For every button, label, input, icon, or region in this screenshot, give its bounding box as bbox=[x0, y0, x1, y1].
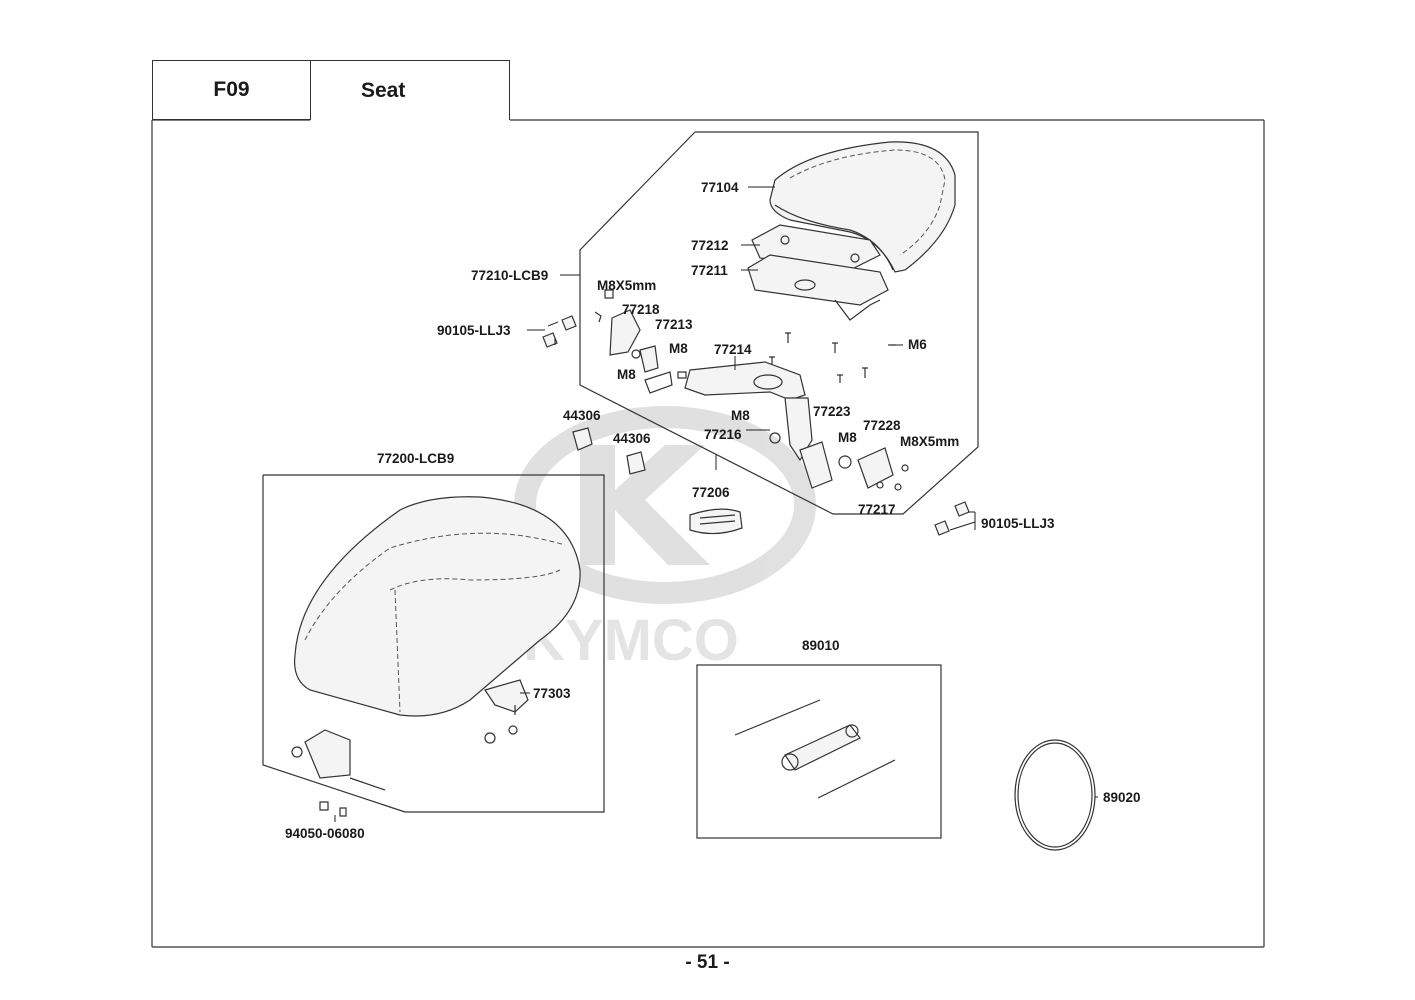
label-90105-right: 90105-LLJ3 bbox=[981, 516, 1055, 531]
label-m8-a: M8 bbox=[669, 341, 688, 356]
label-77218: 77218 bbox=[622, 302, 660, 317]
right-bolts bbox=[934, 501, 970, 536]
seat-bracket bbox=[684, 361, 813, 462]
label-77228: 77228 bbox=[863, 418, 901, 433]
label-m8-c: M8 bbox=[731, 408, 750, 423]
page-number: - 51 - bbox=[685, 952, 730, 973]
label-44306-b: 44306 bbox=[613, 431, 651, 446]
label-m8-b: M8 bbox=[617, 367, 636, 382]
rear-seat-assembly-frame bbox=[579, 131, 979, 515]
label-77217: 77217 bbox=[858, 502, 896, 517]
seat-base-plates bbox=[747, 224, 889, 321]
label-89020: 89020 bbox=[1103, 790, 1141, 805]
main-seat-assembly-frame bbox=[262, 474, 605, 813]
label-m8-d: M8 bbox=[838, 430, 857, 445]
seat-strap bbox=[1014, 739, 1096, 851]
part-labels: 77104 77212 77211 77210-LCB9 M8X5mm 7721… bbox=[285, 180, 1141, 841]
label-77206: 77206 bbox=[692, 485, 730, 500]
label-77213: 77213 bbox=[655, 317, 693, 332]
tail-reflector bbox=[689, 508, 743, 535]
label-77210-lcb9: 77210-LCB9 bbox=[471, 268, 548, 283]
left-bolts bbox=[542, 315, 577, 348]
label-77214: 77214 bbox=[714, 342, 752, 357]
leader-lines bbox=[334, 186, 1098, 822]
label-77212: 77212 bbox=[691, 238, 729, 253]
label-77303: 77303 bbox=[533, 686, 571, 701]
rear-seat-pad bbox=[769, 141, 956, 273]
label-77104: 77104 bbox=[701, 180, 739, 195]
label-94050-06080: 94050-06080 bbox=[285, 826, 365, 841]
page-frame bbox=[151, 119, 1265, 948]
label-77211: 77211 bbox=[691, 263, 728, 278]
tool-kit-frame bbox=[696, 664, 942, 839]
label-m6: M6 bbox=[908, 337, 927, 352]
grommets bbox=[572, 427, 646, 475]
tool-kit bbox=[734, 699, 896, 799]
seat-latch-parts bbox=[769, 432, 909, 491]
label-77223: 77223 bbox=[813, 404, 851, 419]
main-seat bbox=[293, 496, 581, 717]
section-title: Seat bbox=[310, 60, 510, 120]
small-hardware-top bbox=[594, 289, 896, 394]
seat-hinge bbox=[291, 679, 529, 817]
label-89010: 89010 bbox=[802, 638, 840, 653]
label-77200-lcb9: 77200-LCB9 bbox=[377, 451, 454, 466]
label-90105-left: 90105-LLJ3 bbox=[437, 323, 511, 338]
label-44306-a: 44306 bbox=[563, 408, 601, 423]
label-m8x5mm-right: M8X5mm bbox=[900, 434, 959, 449]
label-m8x5mm-top: M8X5mm bbox=[597, 278, 656, 293]
label-77216: 77216 bbox=[704, 427, 742, 442]
